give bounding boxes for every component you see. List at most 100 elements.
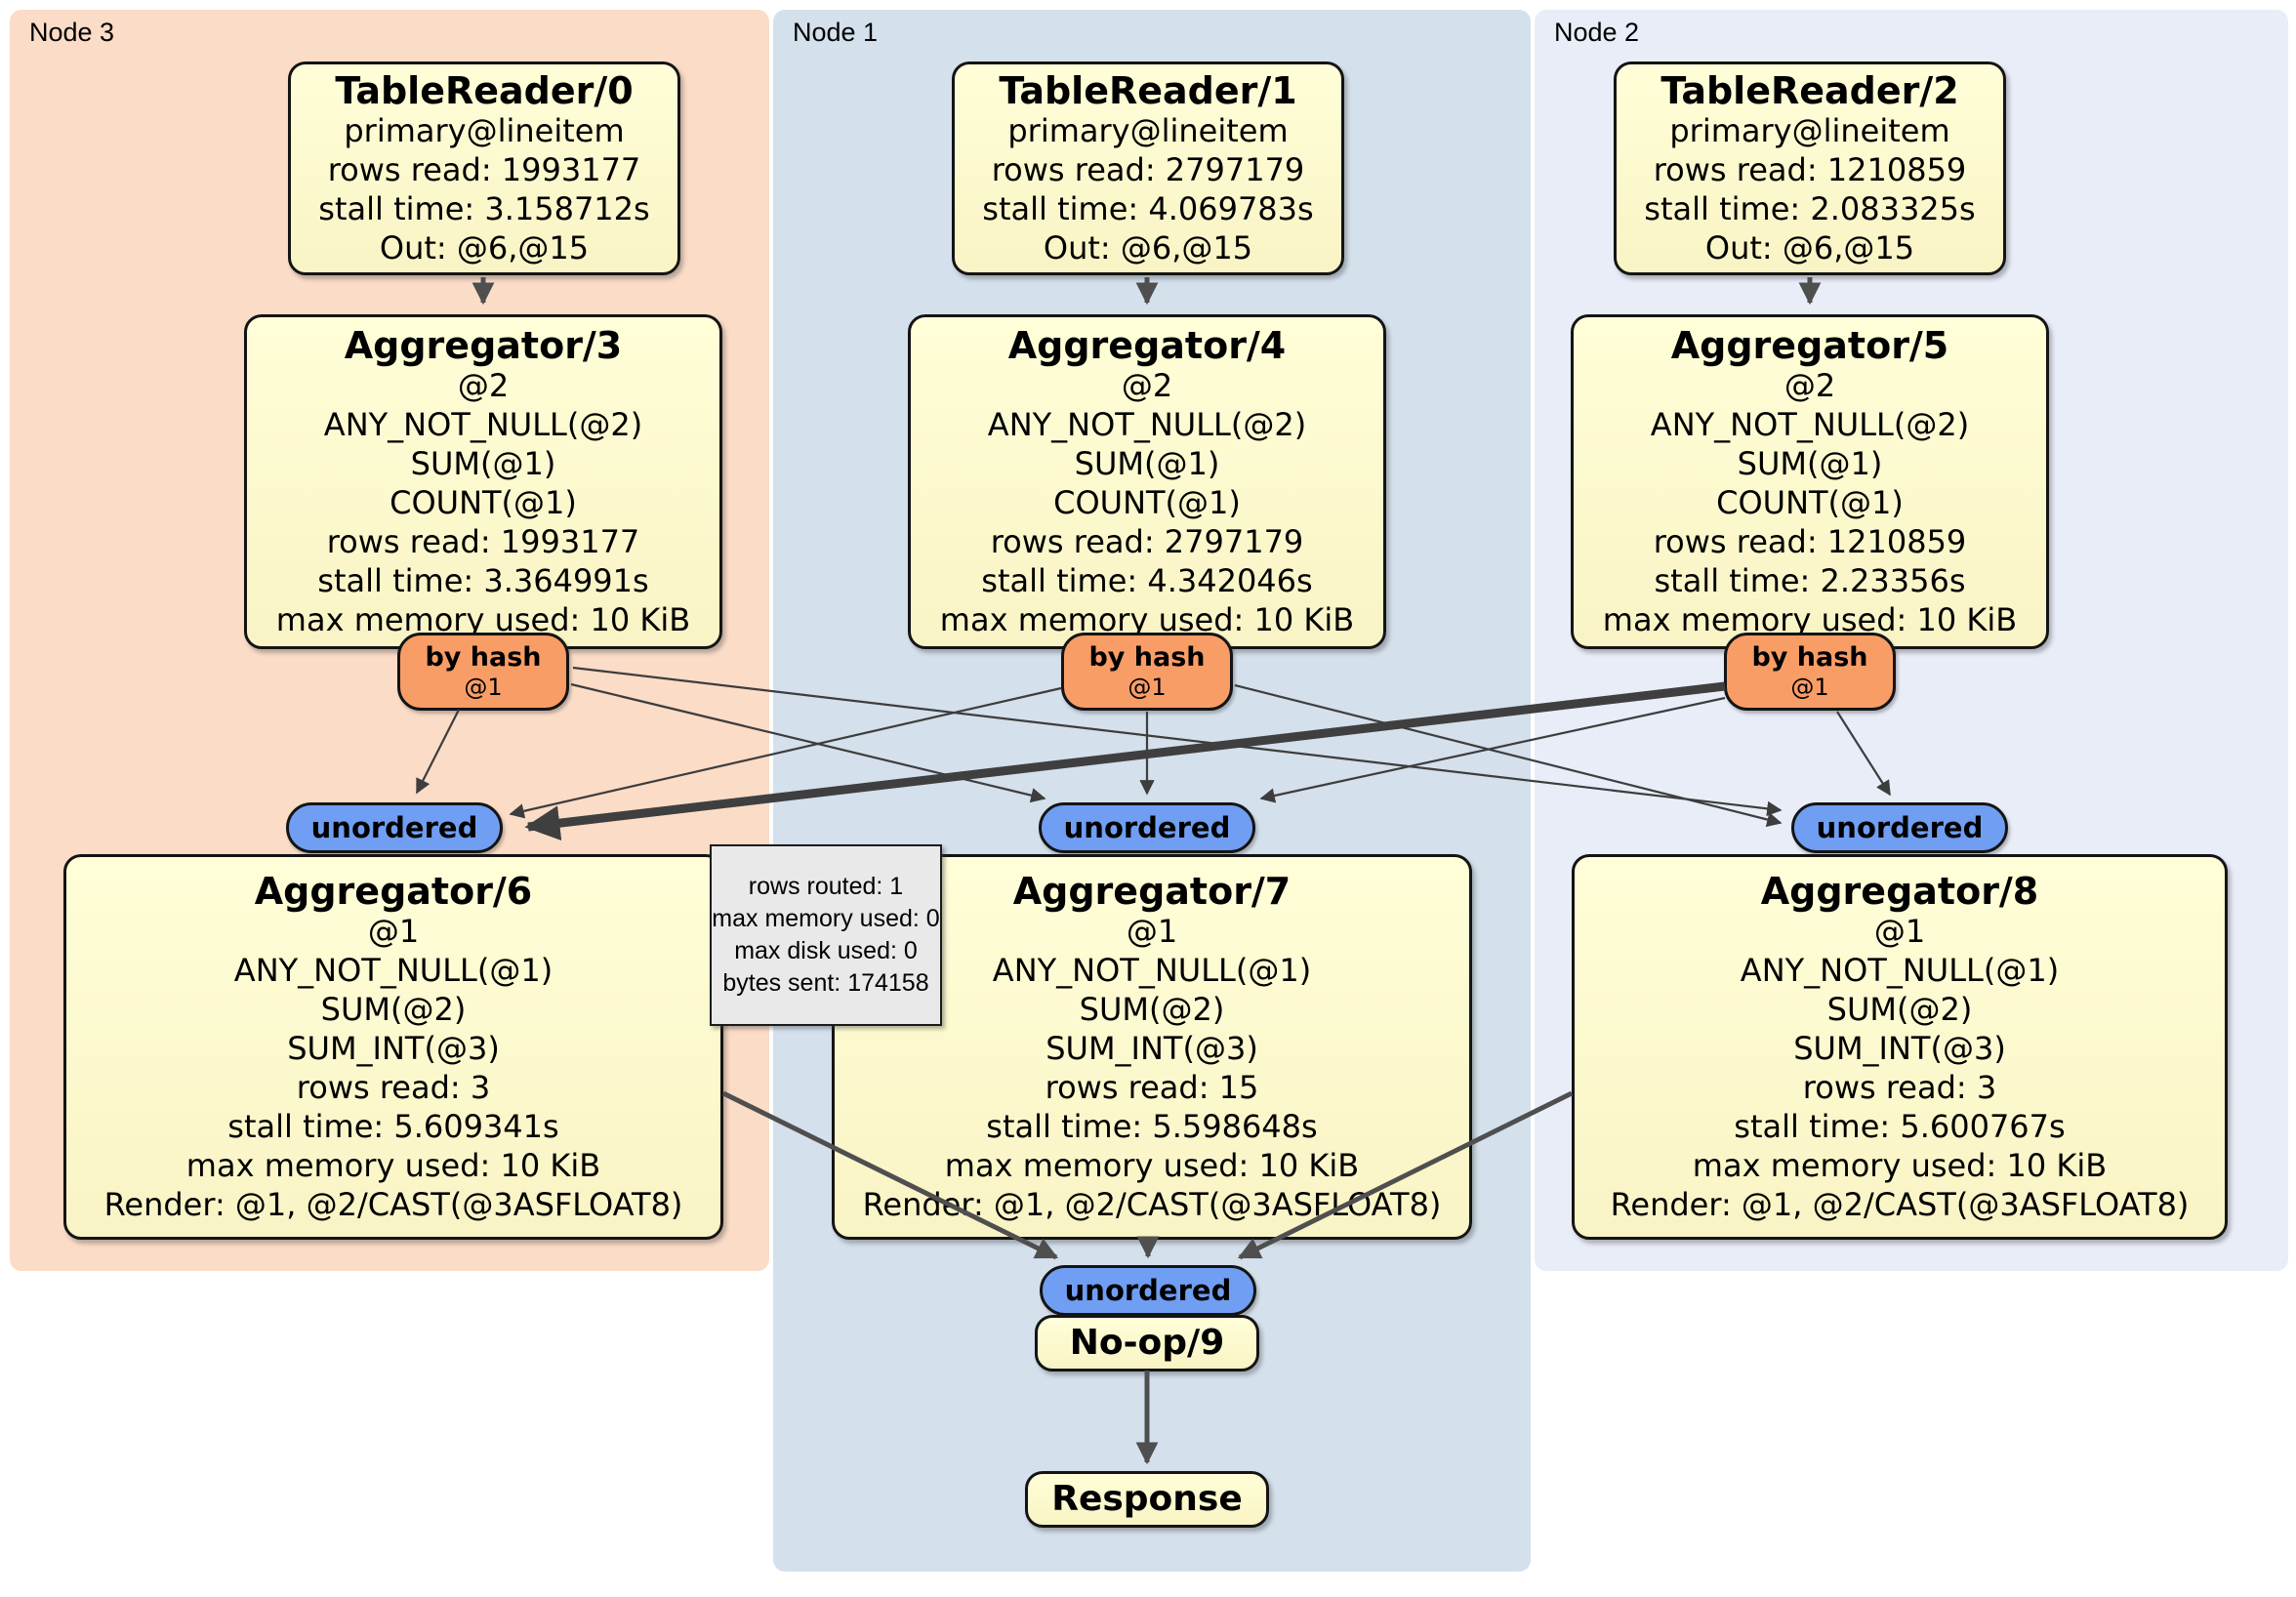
text-line: stall time: 2.083325s: [1644, 189, 1976, 227]
sync-label: unordered: [1063, 811, 1231, 844]
text-line: Out: @6,@15: [379, 228, 590, 266]
text-line: max memory used: 0: [712, 905, 940, 932]
node-noop-9: No-op/9: [1035, 1315, 1259, 1372]
node-title: TableReader/0: [335, 68, 634, 112]
router-label: by hash: [1751, 642, 1868, 673]
router-by-hash-node3[interactable]: by hash @1: [397, 633, 569, 711]
text-line: Render: @1, @2/CAST(@3ASFLOAT8): [103, 1185, 683, 1223]
sync-unordered-final[interactable]: unordered: [1040, 1265, 1256, 1316]
text-line: ANY_NOT_NULL(@2): [1650, 405, 1970, 443]
router-label: by hash: [425, 642, 542, 673]
node-title: Aggregator/7: [1012, 869, 1292, 913]
text-line: stall time: 3.364991s: [317, 561, 649, 599]
router-by-hash-node2[interactable]: by hash @1: [1724, 633, 1896, 711]
text-line: rows read: 1993177: [327, 150, 641, 188]
text-line: ANY_NOT_NULL(@1): [233, 951, 554, 989]
node-title: Response: [1051, 1479, 1243, 1519]
tooltip-lines: rows routed: 1 max memory used: 0 max disk…: [712, 871, 939, 1000]
text-line: max memory used: 10 KiB: [185, 1146, 601, 1184]
text-line: rows read: 1210859: [1653, 522, 1967, 560]
text-line: stall time: 5.609341s: [227, 1107, 559, 1145]
text-line: stall time: 5.598648s: [986, 1107, 1318, 1145]
text-line: stall time: 3.158712s: [318, 189, 650, 227]
text-line: rows routed: 1: [748, 873, 904, 900]
sync-unordered-node2[interactable]: unordered: [1791, 802, 2008, 853]
node-title: No-op/9: [1069, 1323, 1225, 1363]
node-title: TableReader/1: [999, 68, 1297, 112]
text-line: Out: @6,@15: [1704, 228, 1915, 266]
text-line: rows read: 2797179: [991, 150, 1305, 188]
panel-label-node2: Node 2: [1554, 18, 1640, 47]
text-line: @2: [1121, 366, 1173, 404]
text-line: ANY_NOT_NULL(@2): [987, 405, 1307, 443]
node-title: Aggregator/4: [1007, 323, 1287, 367]
node-title: TableReader/2: [1660, 68, 1959, 112]
text-line: primary@lineitem: [1007, 111, 1289, 149]
text-line: stall time: 4.342046s: [981, 561, 1313, 599]
text-line: max disk used: 0: [734, 937, 918, 964]
text-line: SUM(@2): [1826, 990, 1973, 1028]
text-line: stall time: 4.069783s: [982, 189, 1314, 227]
panel-label-node3: Node 3: [29, 18, 115, 47]
text-line: Out: @6,@15: [1043, 228, 1253, 266]
text-line: stall time: 2.23356s: [1654, 561, 1966, 599]
text-line: Render: @1, @2/CAST(@3ASFLOAT8): [1610, 1185, 2190, 1223]
text-line: @2: [1784, 366, 1836, 404]
sync-unordered-node3[interactable]: unordered: [286, 802, 503, 853]
text-line: max memory used: 10 KiB: [939, 600, 1355, 638]
router-label: by hash: [1088, 642, 1206, 673]
text-line: SUM_INT(@3): [1793, 1029, 2006, 1067]
node-title: Aggregator/6: [254, 869, 533, 913]
stream-stats-tooltip: rows routed: 1 max memory used: 0 max disk…: [710, 844, 942, 1026]
text-line: max memory used: 10 KiB: [1602, 600, 2018, 638]
node-title: Aggregator/3: [344, 323, 623, 367]
text-line: SUM(@1): [1737, 444, 1883, 482]
text-line: @1: [1873, 912, 1926, 950]
text-line: SUM(@1): [1074, 444, 1220, 482]
text-line: COUNT(@1): [1716, 483, 1904, 521]
text-line: rows read: 2797179: [990, 522, 1304, 560]
text-line: ANY_NOT_NULL(@1): [992, 951, 1312, 989]
sync-label: unordered: [1064, 1274, 1232, 1307]
text-line: @2: [457, 366, 510, 404]
router-columns: @1: [1790, 674, 1829, 701]
node-title: Aggregator/5: [1670, 323, 1949, 367]
text-line: max memory used: 10 KiB: [944, 1146, 1360, 1184]
sync-unordered-node1[interactable]: unordered: [1039, 802, 1255, 853]
text-line: Render: @1, @2/CAST(@3ASFLOAT8): [862, 1185, 1442, 1223]
text-line: SUM(@2): [320, 990, 467, 1028]
text-line: SUM(@2): [1079, 990, 1225, 1028]
text-line: max memory used: 10 KiB: [275, 600, 691, 638]
text-line: rows read: 1993177: [326, 522, 640, 560]
text-line: SUM(@1): [410, 444, 556, 482]
sync-label: unordered: [310, 811, 478, 844]
sync-label: unordered: [1816, 811, 1984, 844]
text-line: ANY_NOT_NULL(@1): [1740, 951, 2060, 989]
text-line: COUNT(@1): [390, 483, 577, 521]
text-line: primary@lineitem: [1669, 111, 1950, 149]
node-response: Response: [1025, 1471, 1269, 1528]
router-by-hash-node1[interactable]: by hash @1: [1061, 633, 1233, 711]
text-line: primary@lineitem: [344, 111, 625, 149]
text-line: rows read: 15: [1045, 1068, 1259, 1106]
text-line: bytes sent: 174158: [722, 969, 929, 997]
text-line: @1: [1126, 912, 1178, 950]
text-line: rows read: 1210859: [1653, 150, 1967, 188]
text-line: @1: [367, 912, 420, 950]
text-line: COUNT(@1): [1053, 483, 1241, 521]
router-columns: @1: [464, 674, 503, 701]
text-line: stall time: 5.600767s: [1734, 1107, 2066, 1145]
